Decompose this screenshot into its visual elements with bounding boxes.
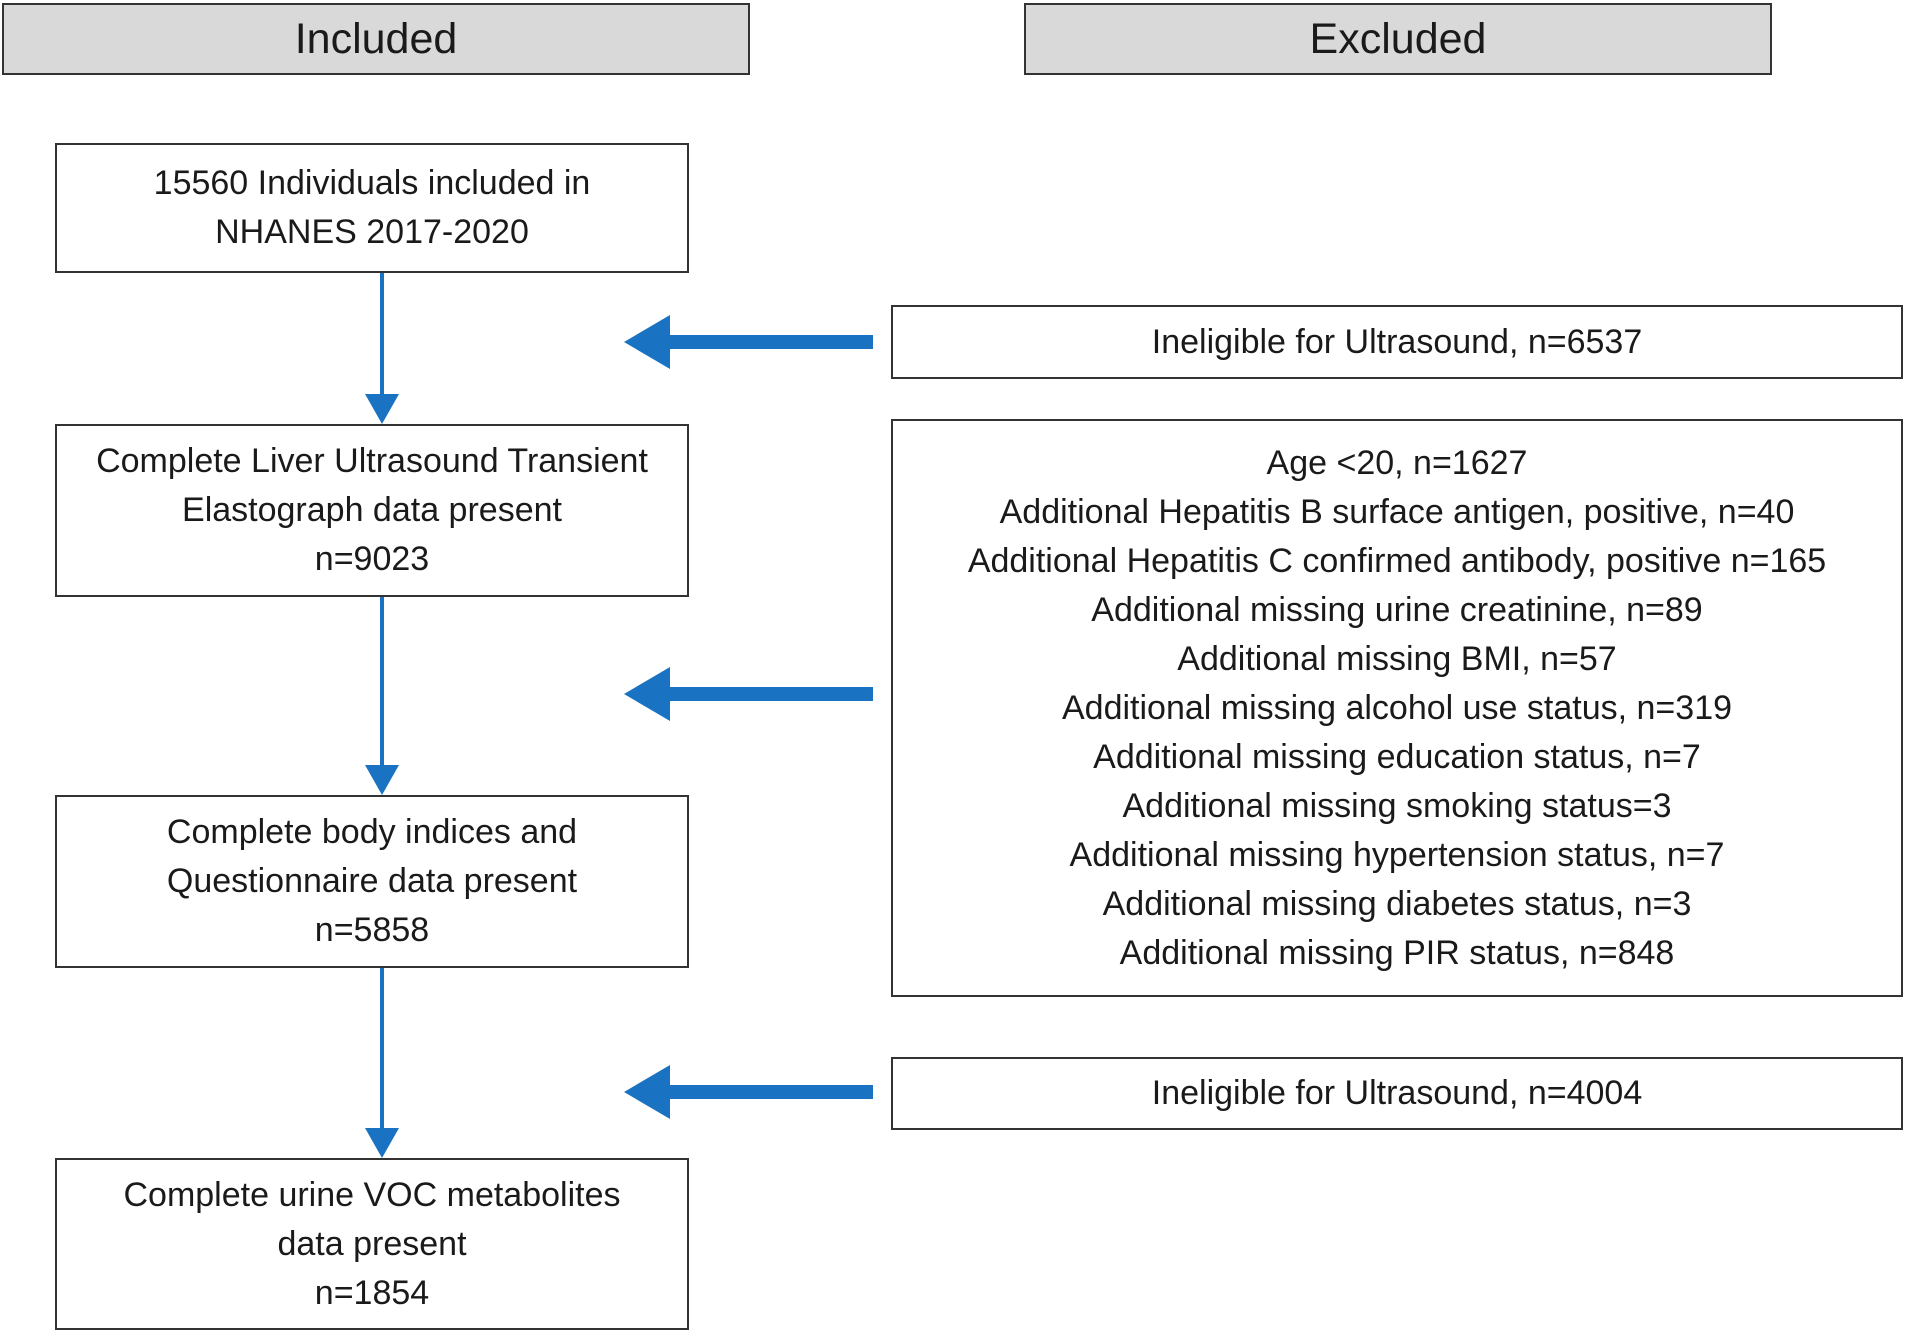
excluded-reason-6: Additional missing alcohol use status, n… bbox=[1061, 688, 1733, 727]
included-box-2: Complete Liver Ultrasound Transient Elas… bbox=[55, 424, 689, 597]
included-box-4-line-3: n=1854 bbox=[314, 1273, 430, 1312]
excluded-reason-3: Additional Hepatitis C confirmed antibod… bbox=[967, 541, 1827, 580]
included-box-1-line-2: NHANES 2017-2020 bbox=[215, 213, 529, 251]
excluded-reason-9: Additional missing hypertension status, … bbox=[1069, 835, 1725, 874]
excluded-reason-5: Additional missing BMI, n=57 bbox=[1177, 639, 1617, 678]
included-box-4-line-1: Complete urine VOC metabolites bbox=[123, 1175, 621, 1214]
included-box-2-line-2: Elastograph data present bbox=[182, 491, 562, 529]
down-arrow-3 bbox=[365, 968, 399, 1158]
included-box-1: 15560 Individuals included in NHANES 201… bbox=[55, 143, 689, 273]
included-box-3-line-2: Questionnaire data present bbox=[166, 862, 578, 900]
included-box-4: Complete urine VOC metabolites data pres… bbox=[55, 1158, 689, 1330]
excluded-reason-10: Additional missing diabetes status, n=3 bbox=[1102, 884, 1692, 923]
excluded-reason-11: Additional missing PIR status, n=848 bbox=[1119, 933, 1675, 972]
included-box-2-line-1: Complete Liver Ultrasound Transient bbox=[96, 442, 648, 480]
excluded-box-2: Age <20, n=1627 Additional Hepatitis B s… bbox=[891, 419, 1903, 997]
included-box-3: Complete body indices and Questionnaire … bbox=[55, 795, 689, 968]
excluded-header: Excluded bbox=[1024, 3, 1772, 75]
included-box-3-line-1: Complete body indices and bbox=[166, 813, 578, 851]
excluded-reason-7: Additional missing education status, n=7 bbox=[1093, 737, 1701, 776]
excluded-reason-1: Age <20, n=1627 bbox=[1266, 443, 1528, 482]
excluded-box-1: Ineligible for Ultrasound, n=6537 bbox=[891, 305, 1903, 379]
excluded-box-3: Ineligible for Ultrasound, n=4004 bbox=[891, 1057, 1903, 1130]
included-box-2-line-3: n=9023 bbox=[314, 540, 430, 578]
included-header: Included bbox=[2, 3, 750, 75]
excluded-reason-2: Additional Hepatitis B surface antigen, … bbox=[999, 492, 1795, 531]
excluded-box-3-line-1: Ineligible for Ultrasound, n=4004 bbox=[1151, 1074, 1643, 1112]
down-arrow-2 bbox=[365, 597, 399, 795]
left-arrow-1 bbox=[624, 315, 873, 369]
excluded-reason-8: Additional missing smoking status=3 bbox=[1122, 786, 1672, 825]
included-box-3-line-3: n=5858 bbox=[314, 911, 430, 949]
included-box-1-line-1: 15560 Individuals included in bbox=[153, 164, 591, 202]
excluded-box-1-line-1: Ineligible for Ultrasound, n=6537 bbox=[1151, 322, 1643, 361]
included-box-4-line-2: data present bbox=[277, 1224, 467, 1263]
left-arrow-2 bbox=[624, 667, 873, 721]
excluded-reason-4: Additional missing urine creatinine, n=8… bbox=[1091, 590, 1703, 629]
down-arrow-1 bbox=[365, 273, 399, 424]
left-arrow-3 bbox=[624, 1065, 873, 1119]
